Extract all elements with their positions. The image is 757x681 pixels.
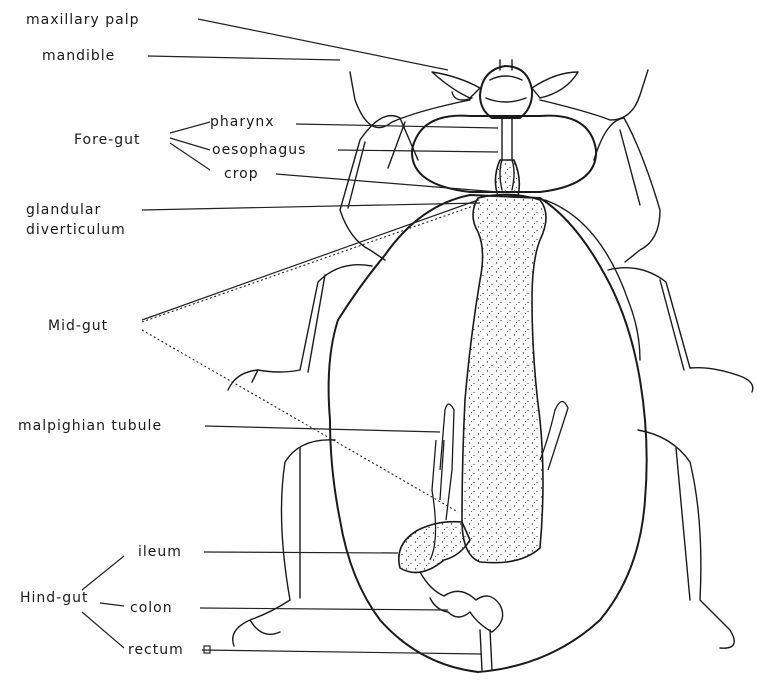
label-colon: colon [130, 600, 173, 616]
label-malpighian-tubule: malpighian tubule [18, 418, 162, 434]
elytra-seam [545, 200, 640, 360]
leader-maxillary-palp [198, 19, 448, 70]
left-foreleg [340, 116, 418, 260]
right-foreleg [594, 118, 660, 262]
right-palp-outline [532, 72, 578, 98]
label-maxillary-palp: maxillary palp [26, 12, 139, 28]
left-antenna [350, 72, 470, 128]
head-outline [480, 66, 532, 118]
left-palp-outline [432, 72, 480, 100]
label-mandible: mandible [42, 48, 115, 64]
leader-pharynx [296, 124, 498, 128]
label-crop: crop [224, 166, 259, 182]
leader-ileum [204, 552, 398, 553]
right-antenna [540, 70, 648, 120]
leader-glandular-diverticulum [142, 203, 480, 210]
label-oesophagus: oesophagus [212, 142, 306, 158]
rectum-tube [480, 630, 492, 670]
foregut-bracket-upper [170, 122, 210, 133]
midgut-leader-dotted [142, 205, 476, 322]
hindgut-bracket-upper [82, 556, 124, 590]
right-hindleg [638, 430, 734, 648]
label-ileum: ileum [138, 544, 182, 560]
labels: maxillary palp mandible pharynx Fore-gut… [18, 12, 306, 658]
leader-mandible [148, 56, 340, 60]
left-midleg [228, 265, 372, 390]
hindgut-bracket-lower [82, 612, 124, 648]
label-diverticulum: diverticulum [26, 222, 126, 238]
left-hindleg [233, 440, 335, 646]
malpighian-tubule-right [540, 401, 568, 470]
label-hind-gut: Hind-gut [20, 590, 88, 606]
colon-coils [420, 572, 503, 632]
midgut-leader-upper [142, 200, 478, 320]
foregut-bracket-mid [170, 138, 210, 150]
leader-crop [276, 174, 498, 192]
label-fore-gut: Fore-gut [74, 132, 140, 148]
crop-shape [495, 160, 519, 196]
leader-malpighian-tubule [205, 426, 440, 432]
leader-colon [200, 608, 448, 610]
hindgut-bracket-mid [100, 603, 124, 606]
label-rectum: rectum [128, 642, 184, 658]
foregut-bracket-lower [170, 143, 210, 170]
midgut-shape [462, 194, 546, 562]
label-glandular: glandular [26, 202, 101, 218]
leader-rectum [202, 650, 482, 654]
ileum-shape [399, 522, 470, 573]
right-midleg [608, 268, 753, 392]
label-mid-gut: Mid-gut [48, 318, 108, 334]
label-pharynx: pharynx [210, 114, 275, 130]
